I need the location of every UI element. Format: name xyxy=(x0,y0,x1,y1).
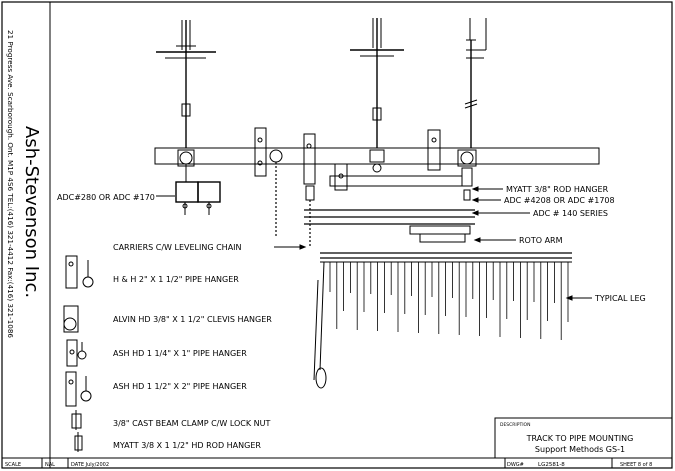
legend-label: MYATT 3/8 X 1 1/2" HD ROD HANGER xyxy=(113,441,261,450)
pipe-hanger-small-icon xyxy=(66,339,87,367)
callout-typical-leg: TYPICAL LEG xyxy=(594,294,646,303)
description-box: DESCRIPTION TRACK TO PIPE MOUNTING Suppo… xyxy=(494,417,673,459)
bottom-title-strip: SCALE NAL DATE July/2002 DWG# LG2581-8 S… xyxy=(2,457,672,468)
legend xyxy=(63,255,94,452)
company-name: Ash-Stevenson Inc. xyxy=(21,126,42,298)
callout-roto-arm: ROTO ARM xyxy=(519,236,563,245)
callout-adc-280: ADC#280 OR ADC #170 xyxy=(57,193,155,202)
date-cell: DATE July/2002 xyxy=(71,462,109,468)
leader-lines xyxy=(156,186,592,301)
callout-myatt-rod: MYATT 3/8" ROD HANGER xyxy=(506,185,609,194)
hanger-assembly-2 xyxy=(350,18,404,173)
dwg-number: LG2581-8 xyxy=(538,462,565,468)
pipe-hanger-icon xyxy=(65,255,94,289)
pipe-hanger-large-icon xyxy=(65,371,92,407)
rod-hanger-icon xyxy=(74,432,83,452)
clevis-hanger-icon xyxy=(63,305,79,333)
legend-label: ASH HD 1 1/2" X 2" PIPE HANGER xyxy=(113,382,247,391)
typical-legs xyxy=(329,262,569,340)
sheet-number: SHEET 8 of 8 xyxy=(620,462,652,468)
description-title: TRACK TO PIPE MOUNTING xyxy=(526,434,634,443)
legend-label: 3/8" CAST BEAM CLAMP C/W LOCK NUT xyxy=(113,419,271,428)
hanger-assembly-3 xyxy=(457,18,487,201)
carrier-chain-assembly xyxy=(254,127,475,248)
callouts: ADC#280 OR ADC #170 MYATT 3/8" ROD HANGE… xyxy=(57,185,646,303)
roto-arm-assembly xyxy=(313,225,572,389)
callout-adc-140: ADC # 140 SERIES xyxy=(533,209,608,218)
legend-label: ASH HD 1 1/4" X 1" PIPE HANGER xyxy=(113,349,247,358)
hanger-assembly-1 xyxy=(156,20,221,215)
legend-labels: H & H 2" X 1 1/2" PIPE HANGER ALVIN HD 3… xyxy=(113,275,272,450)
dwg-label: DWG# xyxy=(507,462,524,468)
scale-value: NAL xyxy=(45,462,55,468)
callout-carriers: CARRIERS C/W LEVELING CHAIN xyxy=(113,243,242,252)
description-subtitle: Support Methods GS-1 xyxy=(535,445,625,454)
legend-label: H & H 2" X 1 1/2" PIPE HANGER xyxy=(113,275,239,284)
company-address: 21 Progress Ave. Scarborough. Ont. M1P 4… xyxy=(6,30,15,338)
scale-cell: SCALE xyxy=(5,462,21,468)
legend-label: ALVIN HD 3/8" X 1 1/2" CLEVIS HANGER xyxy=(113,315,272,324)
description-label: DESCRIPTION xyxy=(500,422,530,428)
beam-clamp-icon xyxy=(71,410,82,430)
callout-adc-4208: ADC #4208 OR ADC #1708 xyxy=(504,196,615,205)
company-strip: Ash-Stevenson Inc. 21 Progress Ave. Scar… xyxy=(6,30,42,338)
